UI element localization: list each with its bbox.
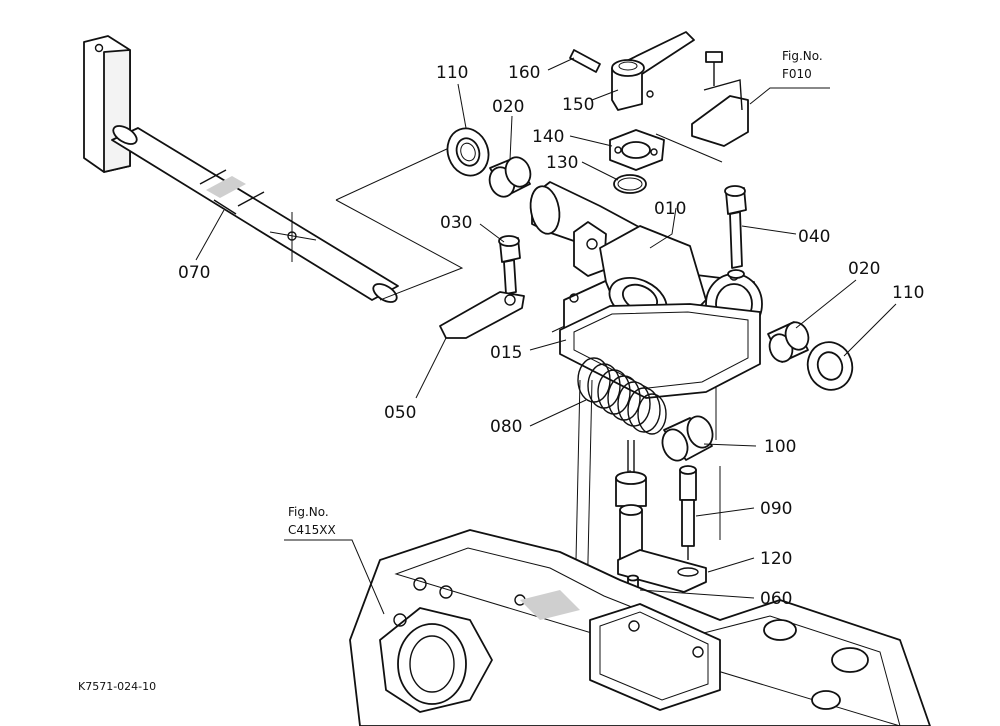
callout-070: 070 [178, 263, 210, 283]
gasket-015 [559, 303, 761, 399]
sleeve-100 [661, 415, 714, 462]
callout-020-right: 020 [848, 259, 880, 279]
callout-labels: 110 160 150 020 140 130 010 040 030 020 … [178, 63, 924, 609]
leader-lines [195, 57, 897, 615]
oil-seal-110-right [806, 341, 854, 391]
callout-020-left: 020 [492, 97, 524, 117]
callout-150: 150 [562, 95, 594, 115]
callout-040: 040 [798, 227, 830, 247]
callout-010: 010 [654, 199, 686, 219]
callout-120: 120 [760, 549, 792, 569]
callout-140: 140 [532, 127, 564, 147]
transmission-case-c415xx [349, 529, 931, 726]
reference-title: Fig.No. [288, 505, 329, 519]
callout-080: 080 [490, 417, 522, 437]
bushing-020-left [488, 156, 532, 198]
callout-015: 015 [490, 343, 522, 363]
pin-160 [569, 49, 601, 73]
figure-reference-c415xx: Fig.No. C415XX [288, 505, 336, 537]
lever-120 [617, 549, 707, 593]
callout-050: 050 [384, 403, 416, 423]
oil-seal-110-left [446, 127, 490, 177]
callout-160: 160 [508, 63, 540, 83]
arm-150 [611, 31, 695, 111]
figure-reference-f010: Fig.No. F010 [782, 49, 823, 81]
drawing-id: K7571-024-10 [78, 680, 156, 693]
piston-rod [615, 440, 647, 561]
rod-090 [679, 465, 697, 560]
callout-090: 090 [760, 499, 792, 519]
callout-110-right: 110 [892, 283, 924, 303]
shaft-070 [83, 35, 399, 303]
bolt-030 [498, 235, 521, 295]
o-ring-130 [613, 174, 647, 194]
lock-plate-050 [439, 291, 525, 339]
callout-060: 060 [760, 589, 792, 609]
bolt-and-bracket-f010 [691, 51, 749, 147]
callout-030: 030 [440, 213, 472, 233]
callout-110-left: 110 [436, 63, 468, 83]
spring-080 [577, 357, 667, 435]
reference-title: Fig.No. [782, 49, 823, 63]
reference-code: C415XX [288, 523, 336, 537]
reference-code: F010 [782, 67, 812, 81]
bolt-040 [724, 185, 747, 279]
plate-140 [609, 129, 665, 171]
bushing-020-right [767, 321, 810, 363]
callout-130: 130 [546, 153, 578, 173]
callout-100: 100 [764, 437, 796, 457]
